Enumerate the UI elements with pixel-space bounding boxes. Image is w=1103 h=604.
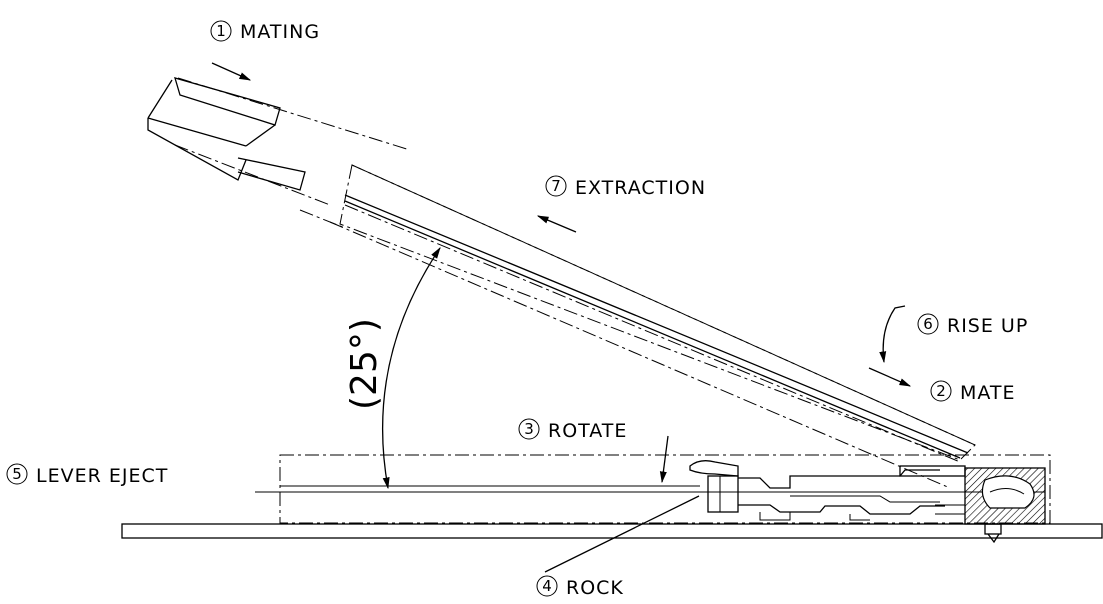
svg-text:3: 3	[524, 420, 534, 438]
contact-block	[899, 465, 1046, 544]
lever-latch	[689, 460, 945, 521]
svg-text:MATING: MATING	[240, 21, 320, 43]
label-rise-up: 6 RISE UP	[917, 313, 1028, 337]
angle-label: (25°)	[344, 318, 385, 410]
label-extraction: 7 EXTRACTION	[545, 175, 706, 199]
svg-text:4: 4	[542, 577, 552, 595]
motion-arrows	[211, 62, 912, 573]
label-mate: 2 MATE	[930, 380, 1016, 404]
card-mating-position	[147, 77, 411, 206]
svg-text:ROTATE: ROTATE	[548, 420, 627, 442]
angle-dimension	[381, 247, 441, 490]
pcb-board	[121, 523, 1103, 539]
svg-text:(25°): (25°)	[344, 318, 385, 410]
svg-text:6: 6	[923, 315, 933, 333]
svg-text:LEVER EJECT: LEVER EJECT	[36, 465, 168, 487]
svg-text:ROCK: ROCK	[566, 577, 624, 599]
label-rotate: 3 ROTATE	[518, 418, 627, 442]
label-rock: 4 ROCK	[536, 575, 624, 599]
svg-text:7: 7	[551, 177, 561, 195]
svg-text:EXTRACTION: EXTRACTION	[575, 177, 706, 199]
svg-text:MATE: MATE	[960, 382, 1016, 404]
connector-housing	[255, 454, 1051, 524]
svg-text:RISE UP: RISE UP	[947, 315, 1028, 337]
card-angled-25deg	[299, 164, 976, 489]
svg-text:5: 5	[12, 465, 22, 483]
svg-text:1: 1	[216, 22, 226, 40]
svg-text:2: 2	[936, 382, 946, 400]
label-lever-eject: 5 LEVER EJECT	[6, 463, 168, 487]
label-mating: 1 MATING	[210, 20, 320, 43]
